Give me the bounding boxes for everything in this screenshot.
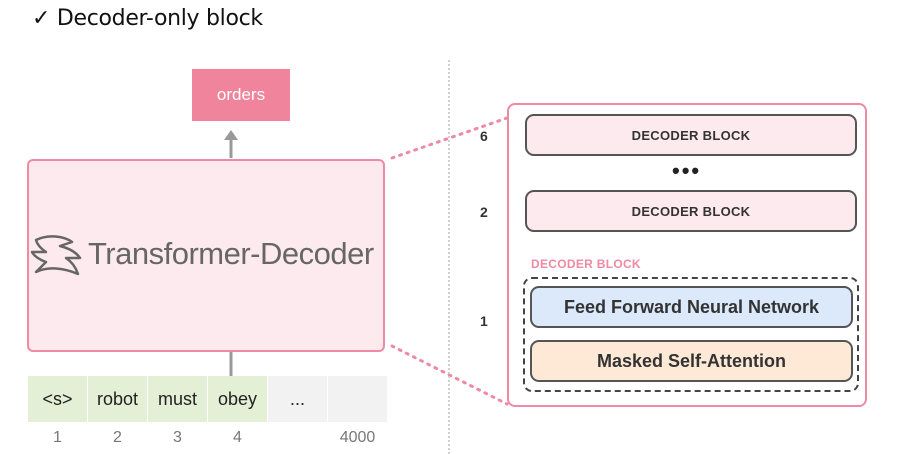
layer-number: 1 bbox=[480, 313, 488, 329]
position-number: 4 bbox=[233, 429, 242, 446]
token-cell: obey bbox=[208, 376, 267, 422]
position-number: 4000 bbox=[339, 429, 376, 446]
token-cell: must bbox=[148, 376, 207, 422]
output-arrow bbox=[224, 130, 238, 158]
decoder-stack-frame bbox=[507, 103, 867, 407]
transformer-decoder-box bbox=[27, 159, 385, 352]
token-cell: <s> bbox=[28, 376, 87, 422]
decoder-block-2: DECODER BLOCK bbox=[525, 190, 857, 232]
decoder-block-1-frame bbox=[523, 277, 859, 392]
decoder-label: Transformer-Decoder bbox=[88, 236, 374, 271]
expanded-block-label: DECODER BLOCK bbox=[531, 257, 641, 271]
token-cell: robot bbox=[88, 376, 147, 422]
section-divider bbox=[448, 60, 450, 454]
slide-title: ✓ Decoder-only block bbox=[32, 6, 263, 31]
masked-self-attention-layer: Masked Self-Attention bbox=[530, 340, 853, 382]
layer-number: 6 bbox=[480, 128, 488, 144]
token-cell-empty bbox=[328, 376, 387, 422]
position-number: 2 bbox=[113, 429, 122, 446]
transformer-logo-icon bbox=[30, 235, 82, 276]
stack-ellipsis: ••• bbox=[672, 158, 702, 183]
layer-number: 2 bbox=[480, 204, 488, 220]
output-token-box: orders bbox=[192, 69, 290, 121]
feed-forward-layer: Feed Forward Neural Network bbox=[530, 286, 853, 328]
token-cell: ... bbox=[268, 376, 327, 422]
decoder-block-6: DECODER BLOCK bbox=[525, 114, 857, 156]
position-number: 1 bbox=[53, 429, 62, 446]
position-number: 3 bbox=[173, 429, 182, 446]
